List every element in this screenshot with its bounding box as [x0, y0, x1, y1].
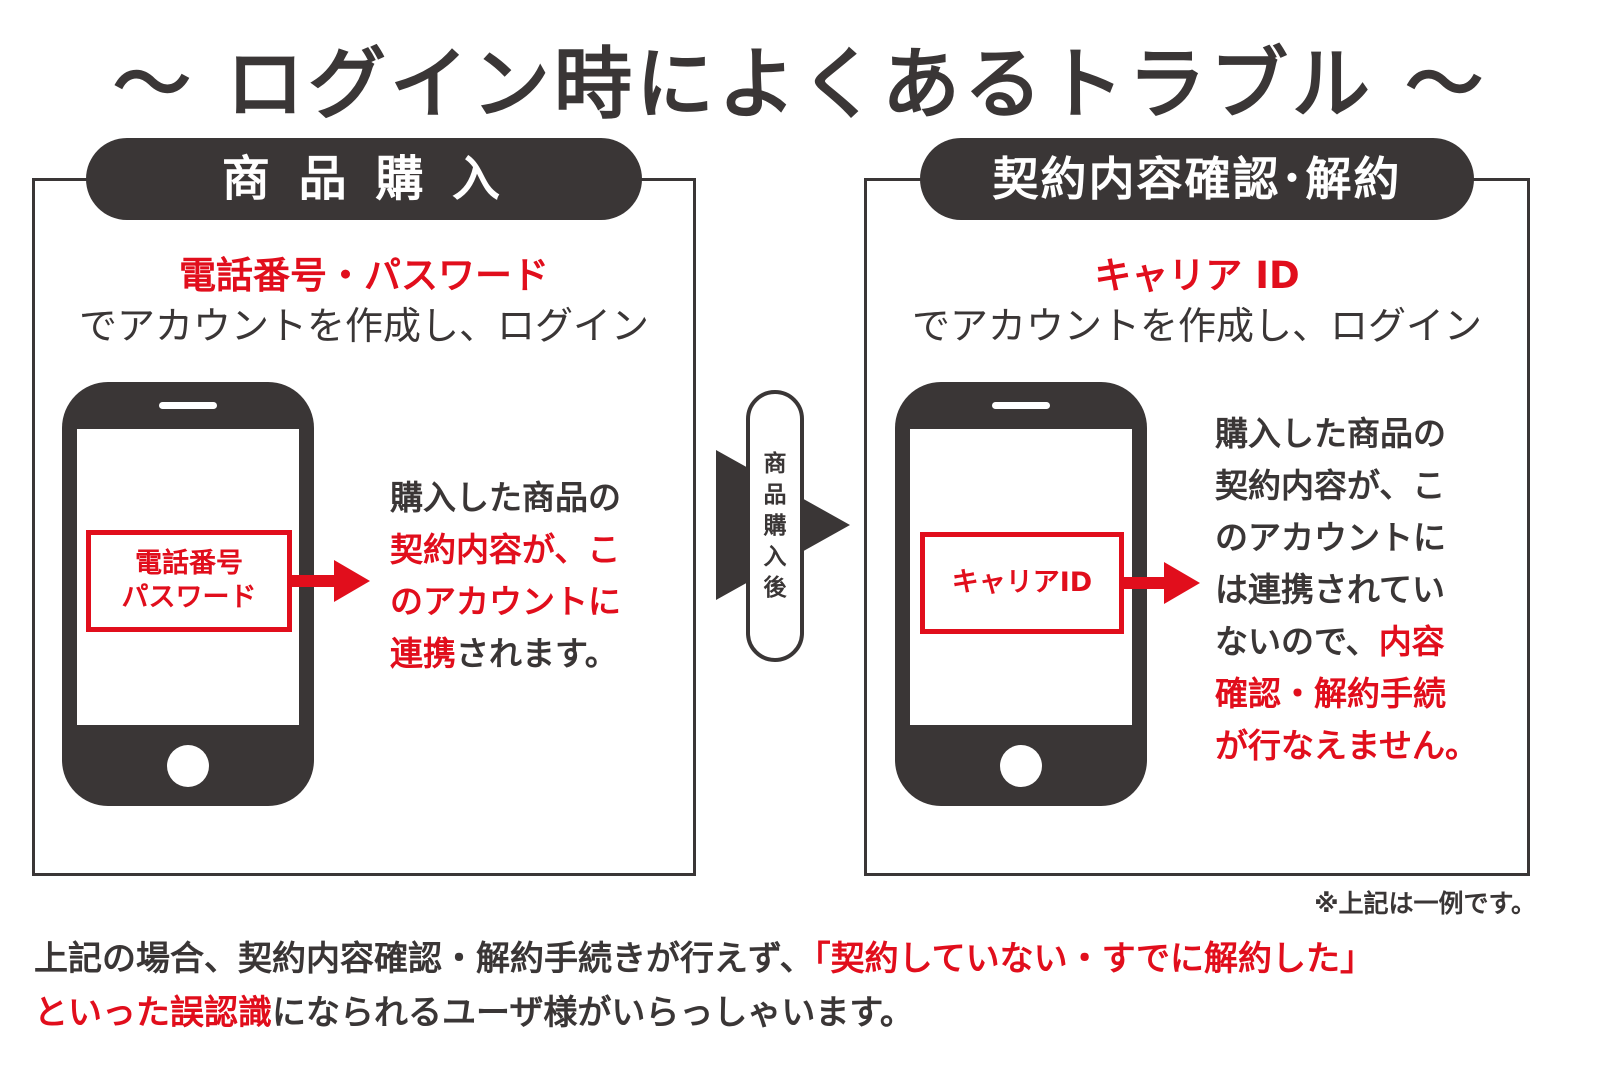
bottom-line-2: といった誤認識になられるユーザ様がいらっしゃいます。 [34, 989, 1374, 1037]
example-note: ※上記は一例です。 [1314, 889, 1536, 918]
right-side-text: 購入した商品の 契約内容が、こ のアカウントに は連携されてい ないので、内容 … [1215, 408, 1478, 772]
bottom-line-1-highlight: 「契約していない・すでに解約した」 [813, 939, 1374, 979]
label-char: 商 [763, 450, 787, 477]
after-purchase-label: 商 品 購 入 後 [746, 390, 804, 662]
right-arrow-icon [1120, 562, 1200, 604]
bottom-explanation: 上記の場合、契約内容確認・解約手続きが行えず、「契約していない・すでに解約した」… [34, 935, 1374, 1037]
right-side-line: 確認・解約手続 [1215, 674, 1446, 713]
left-desc: でアカウントを作成し、ログイン [78, 304, 649, 348]
phone-speaker [992, 402, 1050, 409]
bottom-line-2-tail: になられるユーザ様がいらっしゃいます。 [272, 993, 914, 1033]
right-side-line: ないので、内容 [1215, 616, 1478, 668]
left-panel-header: 商 品 購 入 [86, 138, 642, 220]
right-desc-highlight: キャリア ID [1094, 254, 1300, 297]
phone-home-button [167, 745, 209, 787]
page-title: 〜 ログイン時によくあるトラブル 〜 [112, 40, 1488, 130]
label-char: 購 [763, 512, 787, 539]
left-side-line: 購入した商品の [390, 478, 621, 517]
phone-home-button [1000, 745, 1042, 787]
label-char: 入 [763, 543, 787, 570]
phone-speaker [159, 402, 217, 409]
left-side-line: 連携されます。 [390, 628, 621, 680]
bottom-line-1: 上記の場合、契約内容確認・解約手続きが行えず、「契約していない・すでに解約した」 [34, 935, 1374, 983]
credential-phone-number: 電話番号 [135, 548, 243, 579]
left-side-text: 購入した商品の 契約内容が、こ のアカウントに 連携されます。 [390, 472, 621, 680]
bottom-line-1-head: 上記の場合、契約内容確認・解約手続きが行えず、 [34, 939, 814, 979]
right-side-line: が行なえません。 [1215, 726, 1479, 765]
credential-carrier-id: キャリアID [951, 567, 1093, 598]
label-char: 後 [763, 574, 787, 601]
left-credential-box: 電話番号 パスワード [86, 530, 292, 632]
bottom-line-2-highlight: といった誤認識 [34, 993, 272, 1033]
label-char: 品 [763, 481, 787, 508]
credential-password: パスワード [121, 582, 257, 613]
right-side-line: のアカウントに [1215, 518, 1446, 557]
right-desc: でアカウントを作成し、ログイン [911, 304, 1482, 348]
right-side-highlight: 内容 [1378, 622, 1445, 661]
right-side-head: ないので、 [1215, 622, 1379, 661]
left-side-line: 契約内容が、こ [390, 530, 621, 569]
right-side-line: 契約内容が、こ [1215, 466, 1446, 505]
right-side-line: は連携されてい [1215, 570, 1446, 609]
left-side-line: のアカウントに [390, 582, 621, 621]
right-panel-header: 契約内容確認･解約 [920, 138, 1474, 220]
left-desc-highlight: 電話番号・パスワード [179, 254, 549, 297]
left-arrow-icon [290, 560, 370, 602]
left-side-tail: されます。 [456, 634, 618, 673]
left-side-highlight: 連携 [390, 634, 456, 673]
right-side-line: 購入した商品の [1215, 414, 1446, 453]
right-credential-box: キャリアID [920, 532, 1124, 634]
